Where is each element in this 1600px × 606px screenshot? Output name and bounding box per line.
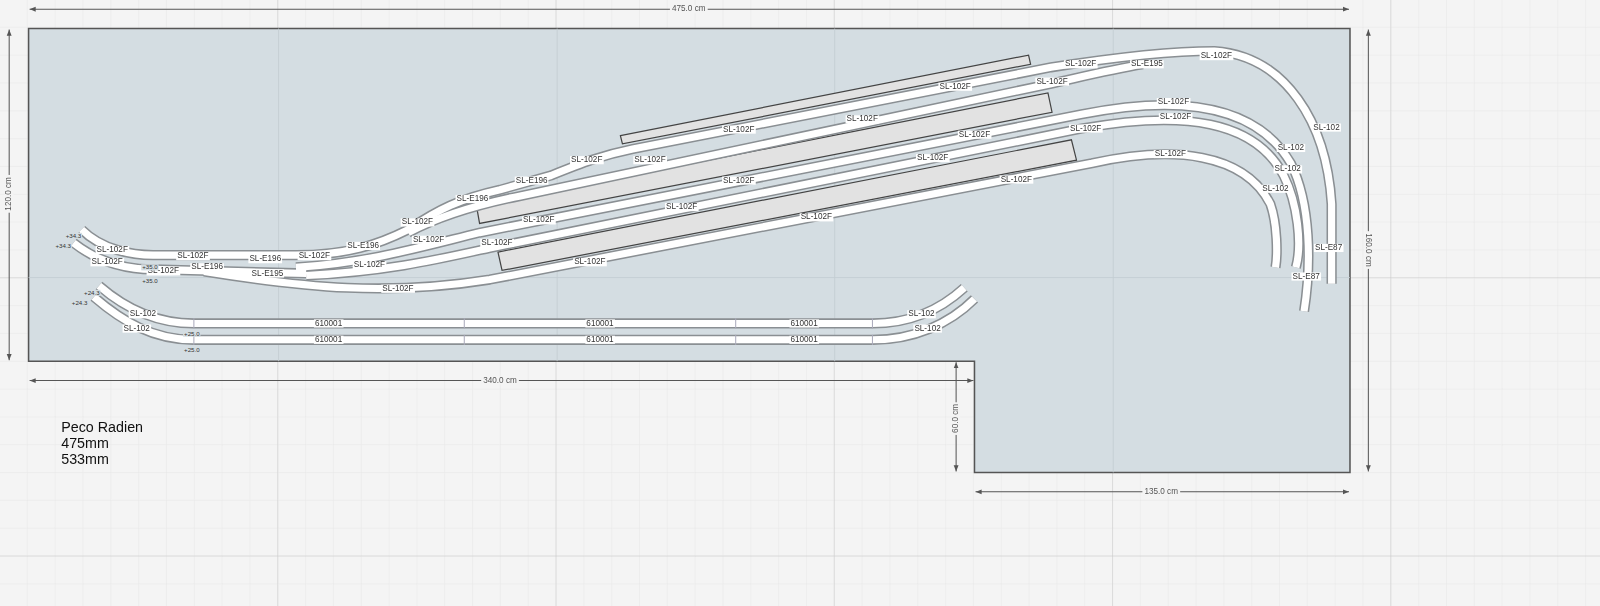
track-label: SL-E196	[346, 242, 380, 250]
track-label: SL-102F	[96, 246, 129, 254]
track-label: SL-102F	[722, 126, 755, 134]
track-label: SL-102F	[938, 83, 971, 91]
track-label: SL-E196	[456, 195, 490, 203]
track-label: SL-E196	[248, 255, 282, 263]
track-label: SL-102F	[665, 203, 698, 211]
track-label: SL-102F	[916, 154, 949, 162]
track-label: SL-102F	[800, 213, 833, 221]
track-label: SL-102F	[353, 261, 386, 269]
height-label: +34.3	[54, 243, 72, 249]
dimension-label: 60.0 cm	[952, 402, 960, 435]
track-label: SL-102F	[1035, 78, 1068, 86]
track-label: SL-E87	[1291, 272, 1320, 280]
height-label: +25.0	[183, 347, 201, 353]
track-label: SL-102	[1277, 144, 1305, 152]
height-label: +24.3	[83, 290, 101, 296]
track-label: SL-E195	[250, 269, 284, 277]
track-label: SL-102F	[1000, 176, 1033, 184]
track-label: SL-102F	[846, 115, 879, 123]
track-label: 610001	[585, 336, 614, 344]
track-label: SL-102	[1261, 185, 1289, 193]
track-label: SL-102F	[1069, 124, 1102, 132]
dimension-label: 340.0 cm	[481, 377, 519, 385]
track-label: 610001	[789, 319, 818, 327]
track-label: SL-102F	[522, 216, 555, 224]
track-label: 610001	[314, 336, 343, 344]
note-text: 533mm	[61, 452, 109, 466]
track-label: SL-102	[907, 310, 935, 318]
track-label: SL-E195	[1130, 60, 1164, 68]
track-label: SL-102	[129, 310, 157, 318]
height-label: +35.0	[141, 264, 159, 270]
height-label: +35.0	[141, 278, 159, 284]
track-label: SL-102F	[1200, 52, 1233, 60]
track-label: SL-102F	[381, 285, 414, 293]
height-label: +24.3	[71, 300, 89, 306]
dimension-label: 135.0 cm	[1142, 488, 1180, 496]
track-label: SL-102F	[298, 252, 331, 260]
note-text: 475mm	[61, 436, 109, 450]
track-label: SL-102F	[573, 258, 606, 266]
track-label: SL-102F	[1157, 98, 1190, 106]
track-label: SL-102F	[570, 156, 603, 164]
track-label: 610001	[585, 319, 614, 327]
dimension-label: 120.0 cm	[5, 175, 13, 213]
track-label: SL-102F	[722, 177, 755, 185]
track-label: SL-102F	[1159, 113, 1192, 121]
height-label: +25.0	[183, 331, 201, 337]
track-label: SL-102F	[1154, 150, 1187, 158]
track-label: SL-102F	[1064, 60, 1097, 68]
track-label: SL-102	[1312, 123, 1340, 131]
track-label: SL-102	[913, 324, 941, 332]
track-label: SL-E196	[515, 177, 549, 185]
track-label: SL-E87	[1314, 244, 1343, 252]
track-label: SL-102F	[958, 131, 991, 139]
dimension-label: 160.0 cm	[1364, 231, 1372, 269]
track-label: SL-102	[1274, 165, 1302, 173]
track-label: 610001	[314, 319, 343, 327]
track-label: SL-102	[123, 324, 151, 332]
track-label: SL-E196	[190, 263, 224, 271]
track-label: SL-102F	[480, 239, 513, 247]
track-label: 610001	[789, 336, 818, 344]
height-label: +34.3	[65, 233, 83, 239]
note-text: Peco Radien	[61, 419, 143, 433]
dimension-label: 475.0 cm	[670, 5, 708, 13]
track-label: SL-102F	[176, 252, 209, 260]
track-label: SL-102F	[633, 156, 666, 164]
track-label: SL-102F	[412, 236, 445, 244]
track-label: SL-102F	[401, 218, 434, 226]
track-label: SL-102F	[90, 258, 123, 266]
